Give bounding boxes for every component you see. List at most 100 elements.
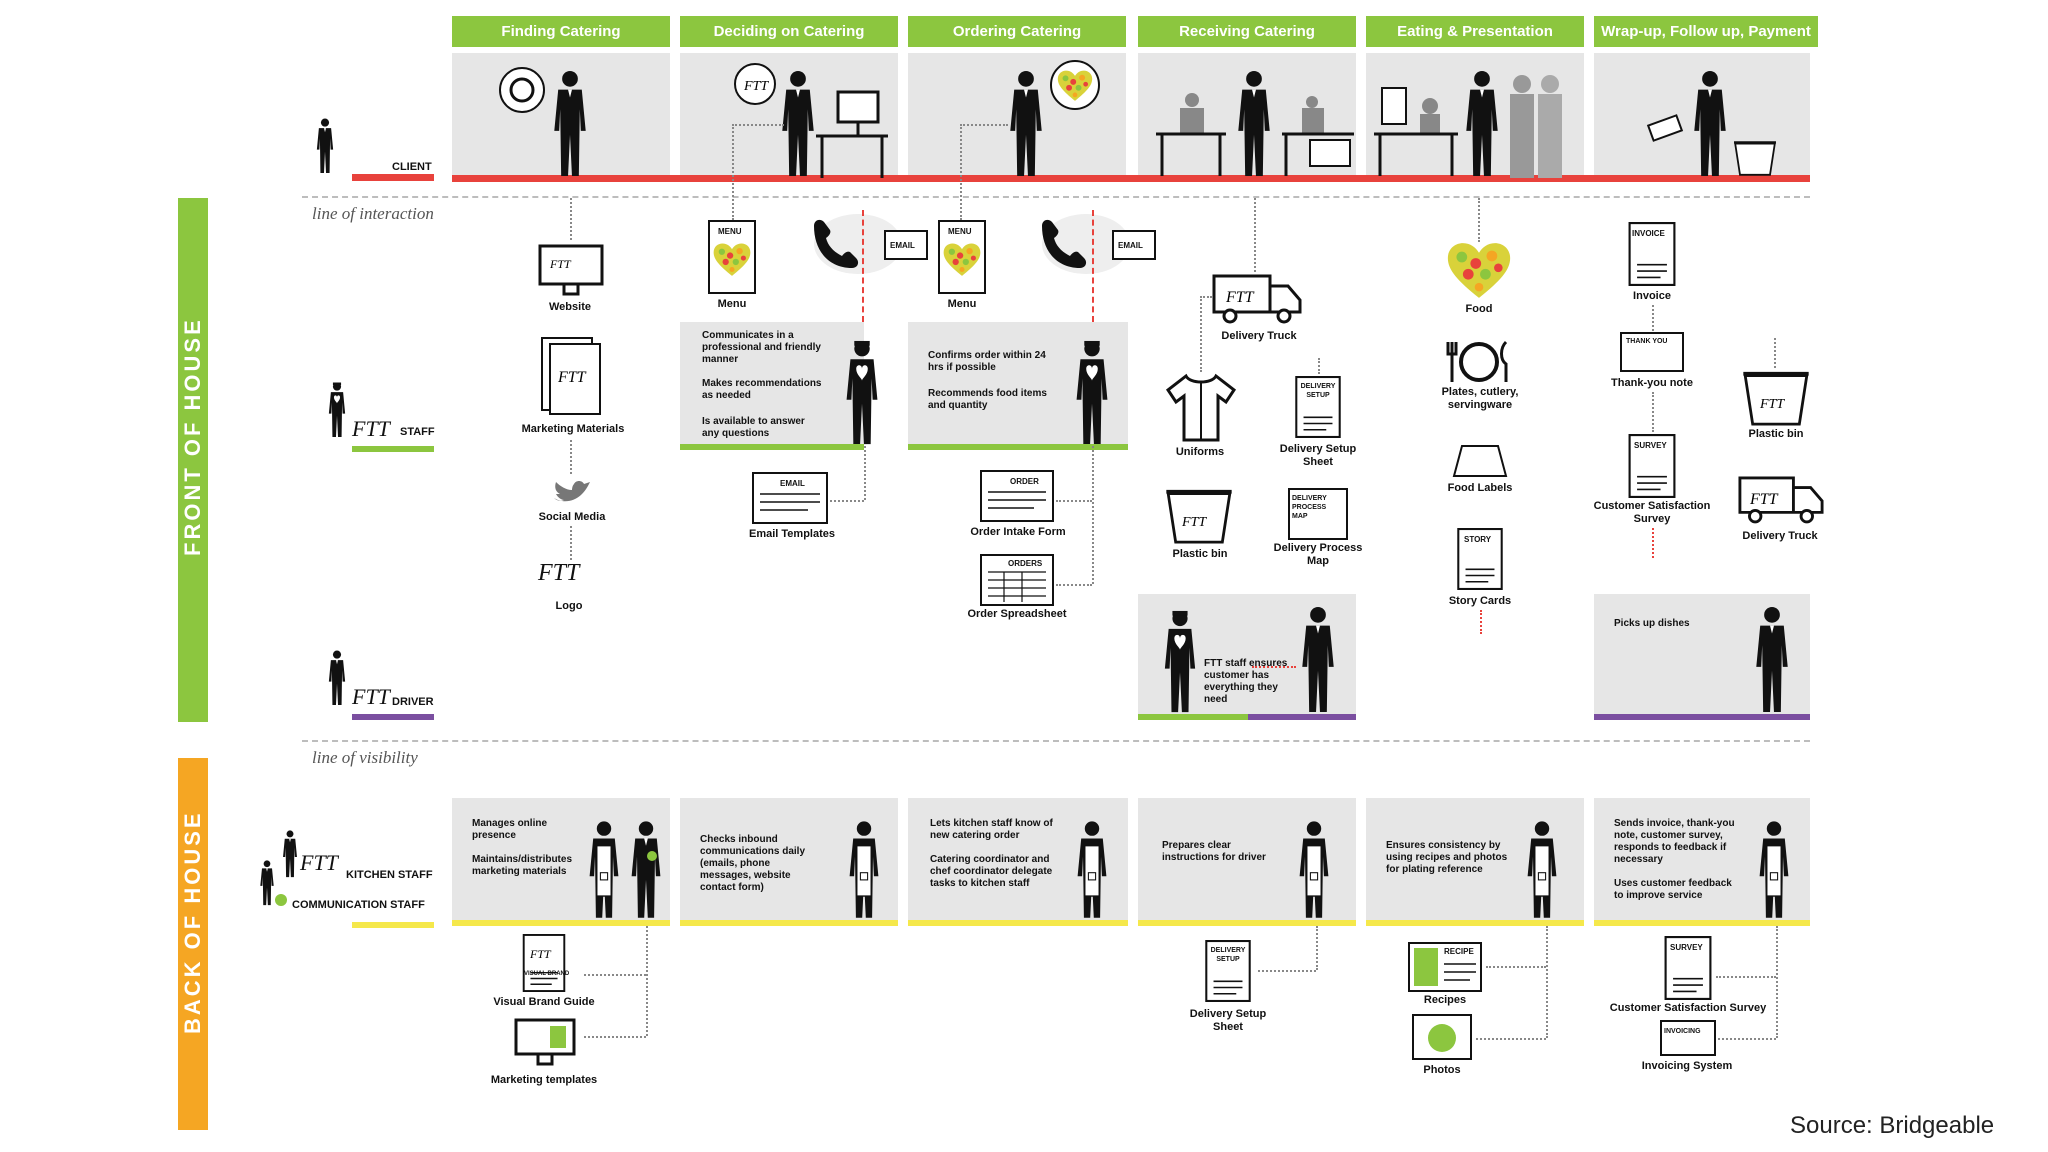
food-labels-label: Food Labels (1447, 482, 1513, 494)
photos-label: Photos (1423, 1064, 1461, 1076)
delivery-setup-doc-title: DELIVERY SETUP (1300, 383, 1336, 399)
orders-doc-title: ORDERS (1008, 559, 1043, 568)
delivery-setup-sheet-label: Delivery Setup Sheet (1279, 443, 1357, 468)
kitchen-staff-lane-label: KITCHEN STAFF (346, 869, 433, 881)
back-box-finding: Manages online presence Maintains/distri… (452, 798, 670, 924)
svg-text:FTT: FTT (1749, 491, 1779, 508)
connector (1476, 1038, 1546, 1040)
svg-text:FTT: FTT (557, 369, 587, 386)
story-cards-label: Story Cards (1448, 595, 1512, 607)
connector (1316, 926, 1318, 970)
front-of-house-bar: FRONT OF HOUSE (178, 198, 208, 722)
plastic-bin-icon-receiving: FTT (1164, 489, 1234, 544)
marketing-materials-label: Marketing Materials (521, 423, 625, 435)
staff-text-ordering-1: Confirms order within 24 hrs if possible (928, 350, 1046, 373)
source-caption: Source: Bridgeable (1790, 1112, 1995, 1139)
connector (1652, 528, 1654, 558)
back-of-house-bar: BACK OF HOUSE (178, 758, 208, 1130)
social-media-bird-icon (554, 481, 590, 502)
recipes-label: Recipes (1423, 994, 1467, 1006)
line-of-visibility-label: line of visibility (312, 748, 418, 767)
order-intake-form-label: Order Intake Form (970, 526, 1066, 538)
connector (960, 124, 962, 220)
phone-bubble-icon-deciding (814, 214, 902, 274)
stage-header-ordering: Ordering Catering (908, 16, 1126, 47)
driver-bar-wrapup (1594, 714, 1810, 720)
food-label: Food (1465, 303, 1493, 315)
connector (732, 124, 784, 126)
staff-logo-text: FTT (352, 416, 390, 441)
connector (1718, 1038, 1776, 1040)
front-of-house-label: FRONT OF HOUSE (180, 317, 205, 556)
back-text-deciding-1: Checks inbound communications daily (ema… (700, 834, 806, 893)
kitchen-figure-deciding (848, 820, 880, 919)
connector (1056, 500, 1092, 502)
staff-role-icon (328, 382, 346, 437)
driver-bar-receiving-purple (1248, 714, 1356, 720)
line-of-visibility (302, 740, 1810, 742)
staff-text-deciding-1: Communicates in a professional and frien… (702, 330, 821, 365)
website-label: Website (549, 301, 591, 313)
staff-bar-ordering (908, 444, 1128, 450)
connector (1774, 338, 1776, 368)
food-heart-thought-icon (1050, 60, 1100, 110)
delivery-process-doc-title: DELIVERY PROCESS MAP (1292, 495, 1327, 520)
connector (1056, 584, 1092, 586)
driver-role-icon (328, 650, 346, 705)
menu-doc-title-ordering: MENU (948, 227, 972, 236)
back-text-eating-1: Ensures consistency by using recipes and… (1386, 840, 1508, 875)
plastic-bin-label-receiving: Plastic bin (1172, 548, 1228, 560)
kitchen-figure-receiving (1298, 820, 1330, 919)
plates-cutlery-icon (1446, 340, 1508, 382)
recipe-doc-title: RECIPE (1444, 947, 1474, 956)
story-doc-title: STORY (1464, 535, 1492, 544)
back-text-receiving-1: Prepares clear instructions for driver (1162, 840, 1266, 863)
stage-header-wrapup: Wrap-up, Follow up, Payment (1594, 16, 1818, 47)
stage-header-deciding: Deciding on Catering (680, 16, 898, 47)
order-spreadsheet-label: Order Spreadsheet (967, 608, 1067, 620)
staff-bar-deciding (680, 444, 864, 450)
invoice-label: Invoice (1633, 290, 1671, 302)
invoice-doc-title: INVOICE (1632, 229, 1665, 238)
delivery-process-map-icon (1288, 488, 1348, 540)
svg-text:FTT: FTT (1181, 515, 1207, 530)
visual-brand-doc-title: VISUAL BRAND (524, 971, 570, 977)
svg-text:FTT: FTT (1759, 397, 1785, 412)
connector (570, 526, 572, 560)
stage-header-finding: Finding Catering (452, 16, 670, 47)
email-icon-ordering (1112, 230, 1156, 260)
back-text-finding-2: Maintains/distributes marketing material… (472, 854, 573, 877)
svg-text:FTT: FTT (1225, 289, 1255, 306)
staff-box-deciding: Communicates in a professional and frien… (680, 322, 864, 446)
client-figure-wrapup (1694, 70, 1726, 177)
order-doc-title: ORDER (1010, 477, 1039, 486)
back-bar-receiving (1138, 920, 1356, 926)
driver-text-wrapup: Picks up dishes (1614, 618, 1690, 629)
staff-figure-receiving (1164, 610, 1196, 713)
client-lane-label: CLIENT (392, 161, 432, 173)
back-text-ordering-2: Catering coordinator and chef coordinato… (930, 854, 1053, 889)
connector (570, 440, 572, 474)
delivery-truck-icon-receiving: FTT (1212, 274, 1302, 324)
back-bar-deciding (680, 920, 898, 926)
client-figure-finding (554, 70, 586, 177)
connector (1092, 210, 1094, 322)
buffet-table-icon (1374, 87, 1458, 176)
recipes-icon (1408, 942, 1482, 992)
communication-staff-lane-label: COMMUNICATION STAFF (292, 899, 425, 911)
client-role-icon (316, 118, 334, 173)
driver-text-receiving: FTT staff ensures customer has everythin… (1204, 658, 1288, 705)
staff-lane-marker (352, 446, 434, 452)
client-figure-receiving (1238, 70, 1270, 177)
kitchen-figure-eating (1526, 820, 1558, 919)
customer-survey-label: Customer Satisfaction Survey (1593, 500, 1711, 525)
connector (1776, 926, 1778, 1038)
survey-back-doc-title: SURVEY (1670, 943, 1703, 952)
connector (1652, 305, 1654, 331)
connector (646, 926, 648, 1036)
delivery-process-map-label: Delivery Process Map (1273, 542, 1363, 567)
staff-figure-deciding (846, 340, 878, 445)
driver-lane-label: DRIVER (392, 696, 434, 708)
connector (1254, 198, 1256, 272)
plastic-bin-icon-client (1732, 140, 1778, 176)
